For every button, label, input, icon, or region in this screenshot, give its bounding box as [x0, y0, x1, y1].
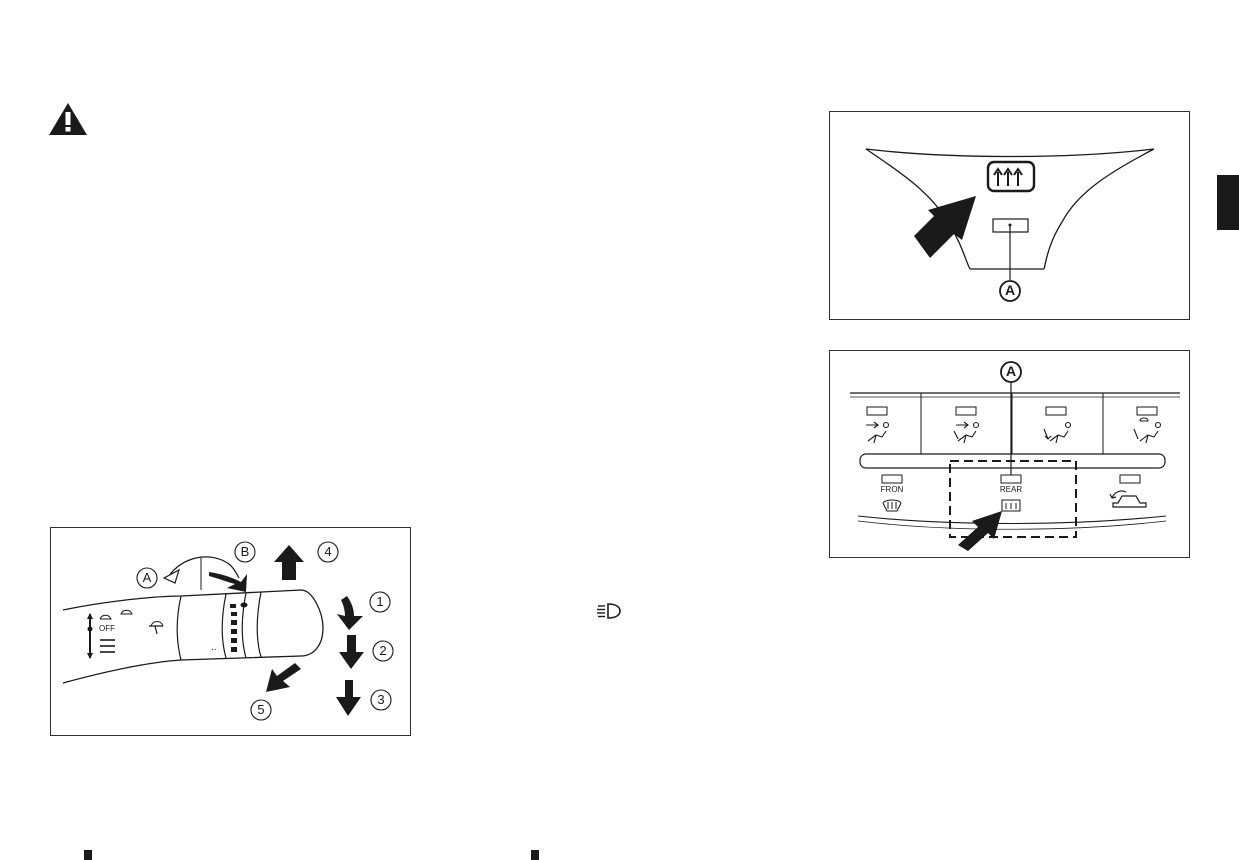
section-tab-marker: [1217, 175, 1239, 230]
svg-text:..: ..: [211, 642, 217, 653]
face-vent-icon: [866, 421, 890, 444]
callout-4: 4: [324, 544, 332, 559]
bi-level-vent-icon: [953, 421, 980, 444]
defroster-callout-a: A: [1004, 282, 1016, 298]
wiper-lever-figure: .. A B 4 1 2 3: [50, 527, 411, 736]
warning-triangle-icon: [48, 102, 88, 136]
callout-2: 2: [379, 643, 387, 658]
callout-b: B: [240, 544, 250, 559]
climate-panel-figure: A FRON REAR: [829, 350, 1190, 558]
foot-vent-icon: [1043, 421, 1072, 444]
defroster-panel-figure: A: [829, 111, 1190, 320]
callout-5: 5: [257, 702, 265, 717]
rear-defroster-icon: [986, 160, 1036, 193]
rear-label: REAR: [999, 485, 1023, 494]
foot-defrost-vent-icon: [1133, 417, 1162, 444]
callout-1: 1: [376, 594, 384, 609]
headlight-indicator-icon: [596, 602, 622, 620]
footer-mark-left: [84, 850, 92, 860]
front-defroster-icon: [882, 499, 902, 512]
callout-a: A: [142, 570, 152, 585]
footer-mark-right: [531, 850, 539, 860]
dial-off-label: OFF: [99, 624, 115, 633]
callout-3: 3: [377, 692, 385, 707]
rear-defroster-icon: [1001, 499, 1021, 512]
front-label: FRON: [880, 485, 904, 494]
recirculation-icon: [1109, 490, 1147, 508]
climate-callout-a: A: [1005, 363, 1017, 379]
